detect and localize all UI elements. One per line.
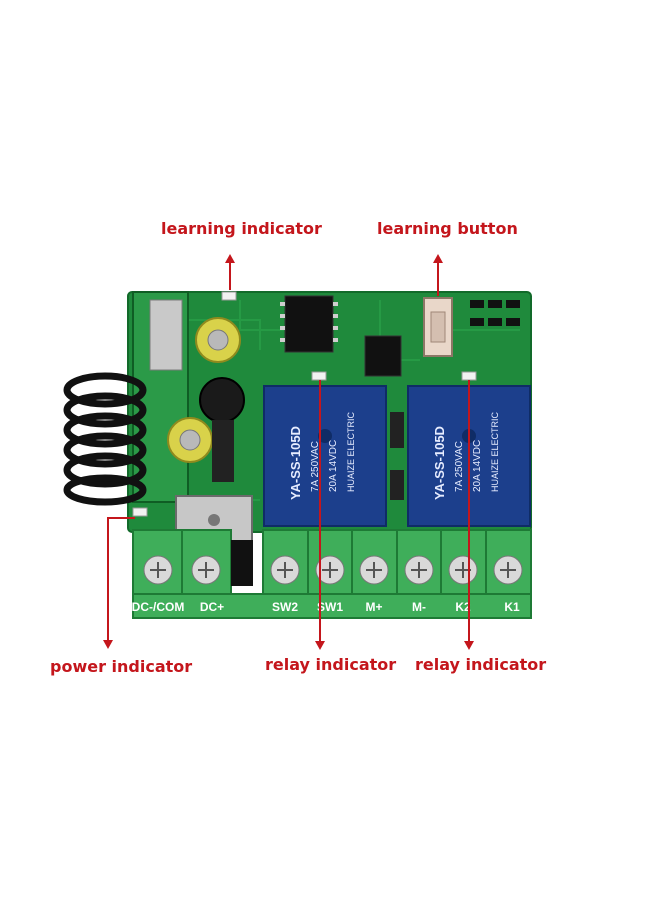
terminal-label-dc-com: DC-/COM [132, 600, 185, 614]
terminal-block-right [262, 529, 532, 595]
terminal-label-m-minus: M- [412, 600, 426, 614]
relay-indicator-right-arrow [464, 380, 474, 650]
terminal-label-sw2: SW2 [272, 600, 298, 614]
relay-indicator-left-callout: relay indicator [265, 655, 397, 674]
relay-indicator-left-arrow [315, 380, 325, 650]
terminal-label-k1: K1 [504, 600, 520, 614]
antenna-coil [63, 372, 147, 506]
capacitor-bottom [167, 417, 213, 463]
relay-left [263, 385, 387, 527]
power-indicator-arrow-horizontal [107, 517, 135, 519]
relay-left-model: YA-SS-105D [288, 426, 303, 500]
terminal-block-left [132, 529, 232, 595]
relay-left-brand: HUAIZE ELECTRIC [346, 411, 356, 492]
capacitor-top [195, 317, 241, 363]
relay-right-rating-2: 20A 14VDC [472, 440, 483, 492]
relay-indicator-led-right [461, 371, 477, 381]
power-indicator-arrow [103, 517, 113, 649]
learning-button-callout: learning button [377, 219, 518, 238]
power-indicator-led [132, 507, 148, 517]
learning-indicator-led [221, 291, 237, 301]
learning-button-arrow [433, 254, 443, 296]
relay-right-rating-1: 7A 250VAC [454, 441, 465, 492]
learning-indicator-arrow [225, 254, 235, 290]
relay-right-brand: HUAIZE ELECTRIC [490, 411, 500, 492]
relay-indicator-right-callout: relay indicator [415, 655, 547, 674]
relay-indicator-led-left [311, 371, 327, 381]
terminal-label-m-plus: M+ [365, 600, 382, 614]
learning-indicator-callout: learning indicator [161, 219, 322, 238]
power-indicator-callout: power indicator [50, 657, 193, 676]
ic-chip-2 [364, 335, 402, 377]
terminal-label-dc-plus: DC+ [200, 600, 224, 614]
inductor [199, 377, 245, 482]
relay-left-rating-2: 20A 14VDC [328, 440, 339, 492]
relay-right-model: YA-SS-105D [432, 426, 447, 500]
terminal-label-k2: K2 [455, 600, 471, 614]
relay-left-rating-1: 7A 250VAC [310, 441, 321, 492]
ic-chip-1 [284, 295, 334, 353]
terminal-label-sw1: SW1 [317, 600, 343, 614]
